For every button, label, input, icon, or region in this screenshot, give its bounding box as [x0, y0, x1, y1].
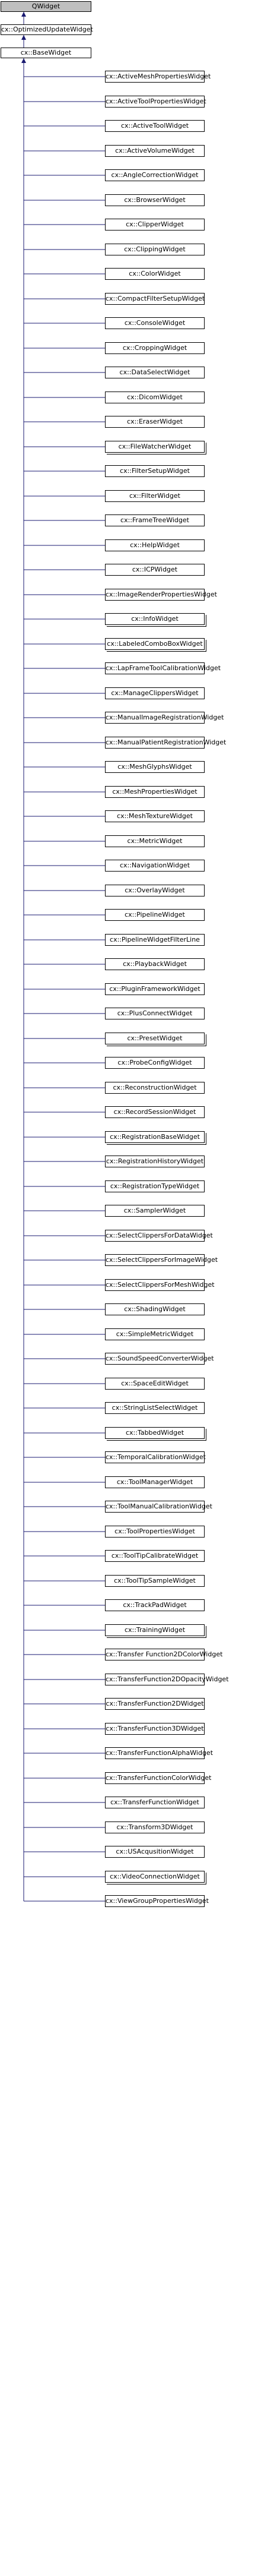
class-node-cx-toolmanagerwidget[interactable]: cx::ToolManagerWidget: [105, 1476, 205, 1488]
class-node-cx-browserwidget[interactable]: cx::BrowserWidget: [105, 194, 205, 206]
class-node-cx-videoconnectionwidget[interactable]: cx::VideoConnectionWidget: [105, 1871, 205, 1883]
class-node-cx-pipelinewidgetfilterline[interactable]: cx::PipelineWidgetFilterLine: [105, 934, 205, 946]
class-node-cx-presetwidget[interactable]: cx::PresetWidget: [105, 1033, 205, 1044]
class-node-cx-viewgrouppropertieswidget[interactable]: cx::ViewGroupPropertiesWidget: [105, 1895, 209, 1907]
class-node-cx-tooltipcalibratewidget[interactable]: cx::ToolTipCalibrateWidget: [105, 1550, 205, 1562]
class-node-cx-transform3dwidget[interactable]: cx::Transform3DWidget: [105, 1821, 205, 1833]
class-node-cx-spaceeditwidget[interactable]: cx::SpaceEditWidget: [105, 1378, 205, 1390]
class-node-cx-imagerenderpropertieswidget[interactable]: cx::ImageRenderPropertiesWidget: [105, 589, 217, 601]
class-node-cx-icpwidget[interactable]: cx::ICPWidget: [105, 564, 205, 576]
class-node-cx-simplemetricwidget[interactable]: cx::SimpleMetricWidget: [105, 1328, 205, 1340]
class-node-cx-transferfunctionalphawidget[interactable]: cx::TransferFunctionAlphaWidget: [105, 1747, 213, 1759]
class-node-cx-transferfunctioncolorwidget[interactable]: cx::TransferFunctionColorWidget: [105, 1772, 211, 1784]
class-node-cx-lapframetoolcalibrationwidget[interactable]: cx::LapFrameToolCalibrationWidget: [105, 662, 221, 674]
class-node-cx-transferfunction2dwidget[interactable]: cx::TransferFunction2DWidget: [105, 1698, 205, 1710]
arrowhead-trunk: [21, 58, 26, 63]
class-node-cx-temporalcalibrationwidget[interactable]: cx::TemporalCalibrationWidget: [105, 1451, 206, 1463]
class-node-cx-colorwidget[interactable]: cx::ColorWidget: [105, 268, 205, 280]
class-node-cx-samplerwidget[interactable]: cx::SamplerWidget: [105, 1205, 205, 1217]
class-node-cx-labeledcomboboxwidget[interactable]: cx::LabeledComboBoxWidget: [105, 638, 205, 650]
class-node-cx-activevolumewidget[interactable]: cx::ActiveVolumeWidget: [105, 145, 205, 157]
class-node-cx-transfer-function2dcolorwidget[interactable]: cx::Transfer Function2DColorWidget: [105, 1649, 222, 1660]
class-node-cx-anglecorrectionwidget[interactable]: cx::AngleCorrectionWidget: [105, 169, 205, 181]
class-node-cx-selectclippersfordatawidget[interactable]: cx::SelectClippersForDataWidget: [105, 1230, 213, 1242]
class-node-cx-dataselectwidget[interactable]: cx::DataSelectWidget: [105, 367, 205, 378]
class-node-cx-tooltipsamplewidget[interactable]: cx::ToolTipSampleWidget: [105, 1575, 205, 1587]
class-node-cx-soundspeedconverterwidget[interactable]: cx::SoundSpeedConverterWidget: [105, 1353, 214, 1365]
class-node-cx-transferfunction3dwidget[interactable]: cx::TransferFunction3DWidget: [105, 1723, 205, 1735]
class-node-cx-optimizedupdatewidget[interactable]: cx::OptimizedUpdateWidget: [1, 24, 93, 35]
class-node-cx-activetoolpropertieswidget[interactable]: cx::ActiveToolPropertiesWidget: [105, 96, 206, 108]
class-node-cx-registrationhistorywidget[interactable]: cx::RegistrationHistoryWidget: [105, 1156, 205, 1167]
class-node-cx-playbackwidget[interactable]: cx::PlaybackWidget: [105, 958, 205, 970]
class-node-cx-croppingwidget[interactable]: cx::CroppingWidget: [105, 342, 205, 354]
class-node-cx-dicomwidget[interactable]: cx::DicomWidget: [105, 392, 205, 403]
class-node-cx-basewidget[interactable]: cx::BaseWidget: [1, 48, 91, 58]
class-node-qwidget[interactable]: QWidget: [1, 1, 91, 12]
class-node-cx-helpwidget[interactable]: cx::HelpWidget: [105, 539, 205, 551]
class-node-cx-eraserwidget[interactable]: cx::EraserWidget: [105, 416, 205, 428]
class-node-cx-manualimageregistrationwidget[interactable]: cx::ManualImageRegistrationWidget: [105, 712, 224, 724]
class-node-cx-usacqusitionwidget[interactable]: cx::USAcqusitionWidget: [105, 1846, 205, 1858]
class-node-cx-toolmanualcalibrationwidget[interactable]: cx::ToolManualCalibrationWidget: [105, 1501, 212, 1513]
class-node-cx-transferfunction2dopacitywidget[interactable]: cx::TransferFunction2DOpacityWidget: [105, 1674, 229, 1685]
class-node-cx-filewatcherwidget[interactable]: cx::FileWatcherWidget: [105, 441, 205, 453]
class-node-cx-frametreewidget[interactable]: cx::FrameTreeWidget: [105, 514, 205, 526]
class-node-cx-selectclippersformeshwidget[interactable]: cx::SelectClippersForMeshWidget: [105, 1279, 215, 1291]
class-node-cx-pipelinewidget[interactable]: cx::PipelineWidget: [105, 909, 205, 921]
class-node-cx-navigationwidget[interactable]: cx::NavigationWidget: [105, 860, 205, 872]
class-node-cx-trackpadwidget[interactable]: cx::TrackPadWidget: [105, 1599, 205, 1611]
class-node-cx-recordsessionwidget[interactable]: cx::RecordSessionWidget: [105, 1106, 205, 1118]
class-node-cx-meshtexturewidget[interactable]: cx::MeshTextureWidget: [105, 810, 205, 822]
class-node-cx-tabbedwidget[interactable]: cx::TabbedWidget: [105, 1427, 205, 1439]
class-node-cx-clipperwidget[interactable]: cx::ClipperWidget: [105, 219, 205, 231]
class-node-cx-meshglyphswidget[interactable]: cx::MeshGlyphsWidget: [105, 761, 205, 773]
class-node-cx-meshpropertieswidget[interactable]: cx::MeshPropertiesWidget: [105, 786, 205, 798]
class-node-cx-manageclipperswidget[interactable]: cx::ManageClippersWidget: [105, 687, 205, 699]
class-node-cx-toolpropertieswidget[interactable]: cx::ToolPropertiesWidget: [105, 1526, 205, 1538]
class-node-cx-trainingwidget[interactable]: cx::TrainingWidget: [105, 1624, 205, 1636]
class-node-cx-shadingwidget[interactable]: cx::ShadingWidget: [105, 1303, 205, 1315]
arrowhead-base-1: [21, 12, 26, 17]
class-node-cx-registrationtypewidget[interactable]: cx::RegistrationTypeWidget: [105, 1180, 205, 1192]
class-node-cx-activemeshpropertieswidget[interactable]: cx::ActiveMeshPropertiesWidget: [105, 71, 211, 83]
class-node-cx-selectclippersforimagewidget[interactable]: cx::SelectClippersForImageWidget: [105, 1254, 218, 1266]
class-node-cx-compactfiltersetupwidget[interactable]: cx::CompactFilterSetupWidget: [105, 293, 205, 305]
class-node-cx-metricwidget[interactable]: cx::MetricWidget: [105, 835, 205, 847]
class-node-cx-stringlistselectwidget[interactable]: cx::StringListSelectWidget: [105, 1402, 205, 1414]
class-node-cx-manualpatientregistrationwidget[interactable]: cx::ManualPatientRegistrationWidget: [105, 737, 226, 749]
class-node-cx-filtersetupwidget[interactable]: cx::FilterSetupWidget: [105, 465, 205, 477]
class-node-cx-overlaywidget[interactable]: cx::OverlayWidget: [105, 885, 205, 896]
class-node-cx-clippingwidget[interactable]: cx::ClippingWidget: [105, 244, 205, 255]
arrowhead-base-2: [21, 35, 26, 40]
class-node-cx-registrationbasewidget[interactable]: cx::RegistrationBaseWidget: [105, 1131, 205, 1143]
class-node-cx-reconstructionwidget[interactable]: cx::ReconstructionWidget: [105, 1082, 205, 1094]
class-node-cx-plusconnectwidget[interactable]: cx::PlusConnectWidget: [105, 1008, 205, 1019]
class-node-cx-infowidget[interactable]: cx::InfoWidget: [105, 613, 205, 625]
class-node-cx-filterwidget[interactable]: cx::FilterWidget: [105, 490, 205, 502]
class-node-cx-transferfunctionwidget[interactable]: cx::TransferFunctionWidget: [105, 1797, 205, 1808]
class-node-cx-activetoolwidget[interactable]: cx::ActiveToolWidget: [105, 120, 205, 132]
class-node-cx-probeconfigwidget[interactable]: cx::ProbeConfigWidget: [105, 1057, 205, 1069]
class-node-cx-pluginframeworkwidget[interactable]: cx::PluginFrameworkWidget: [105, 983, 205, 995]
class-node-cx-consolewidget[interactable]: cx::ConsoleWidget: [105, 317, 205, 329]
